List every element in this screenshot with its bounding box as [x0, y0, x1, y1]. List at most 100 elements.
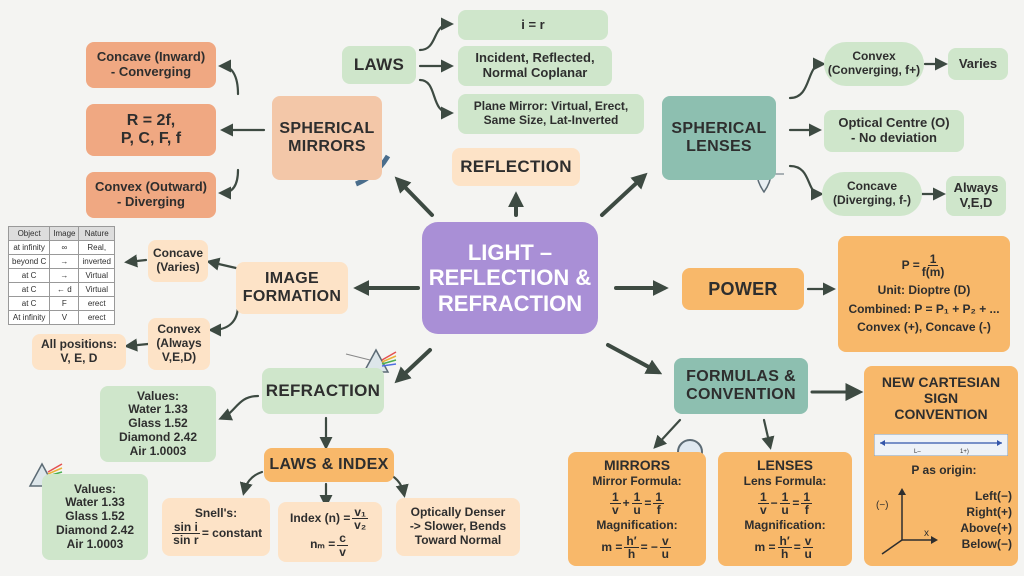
image-convex-node: Convex (Always V,E,D) [148, 318, 210, 370]
arrow-mirrors-concave [218, 59, 240, 96]
index-prefix: Index (n) = [290, 511, 351, 525]
values-top-title: Values: [136, 388, 180, 403]
table-row: at C F erect [7, 296, 115, 311]
values-top-line: Glass 1.52 [128, 416, 188, 431]
image-convex-line-2: (Always [156, 336, 202, 351]
concave-lens-line-1: Concave [846, 179, 898, 194]
table-row: at infinity ∞ Real, [7, 240, 115, 255]
image-concave-node: Concave (Varies) [148, 240, 208, 282]
arrow-lenses-concave [788, 164, 824, 201]
refraction-node: REFRACTION [262, 368, 384, 414]
spherical-mirrors-line-2: MIRRORS [288, 138, 366, 155]
image-formation-node: IMAGE FORMATION [236, 262, 348, 314]
ruler-left-label: L– [914, 449, 921, 455]
denser-line-1: Optically Denser [410, 505, 506, 520]
values-bottom-title: Values: [73, 481, 117, 496]
table-cell: at C [7, 296, 51, 311]
center-line-2: REFLECTION & [428, 265, 592, 291]
laws-index-node: LAWS & INDEX [264, 448, 394, 482]
snell-denominator: sin r [173, 533, 199, 548]
center-line-1: LIGHT – [467, 240, 553, 266]
table-header: Image [49, 226, 80, 241]
concave-mirror-line-2: - Converging [110, 64, 192, 79]
image-concave-line-1: Concave [152, 246, 204, 261]
cartesian-node: NEW CARTESIAN SIGN CONVENTION [864, 366, 1018, 566]
table-cell: at C [7, 268, 51, 283]
spherical-lenses-line-1: SPHERICAL [671, 119, 767, 137]
values-bottom-line: Air 1.0003 [66, 536, 124, 551]
table-cell: V [49, 310, 80, 325]
spherical-mirrors-node: SPHERICAL MIRRORS [272, 96, 382, 180]
direction-below: Below(−) [961, 536, 1012, 551]
radius-focal-node: R = 2f, P, C, F, f [86, 104, 216, 156]
radius-focal-line-2: P, C, F, f [120, 130, 182, 147]
arrow-center-mirrors [394, 176, 434, 217]
power-formula-num: 1 [927, 251, 939, 267]
power-formula-den: f(m) [921, 265, 945, 280]
table-cell: → [49, 268, 80, 283]
spherical-lenses-line-2: LENSES [686, 138, 752, 155]
convex-lens-line-2: (Converging, f+) [827, 63, 921, 77]
power-unit: Unit: Dioptre (D) [877, 282, 971, 297]
law-angle: i = r [521, 16, 545, 32]
lens-title: LENSES [756, 456, 813, 473]
radius-focal-line-1: R = 2f, [126, 111, 176, 129]
reflection-node: REFLECTION [452, 148, 580, 186]
values-bottom-line: Diamond 2.42 [55, 522, 135, 537]
formulas-line-1: FORMULAS & [686, 367, 796, 385]
table-cell: inverted [78, 254, 115, 269]
arrow-concave-table [124, 254, 148, 268]
lens-magnification-label: Magnification: [744, 518, 826, 533]
denser-line-2: -> Slower, Bends [409, 519, 507, 534]
lens-formula-label: Lens Formula: [743, 474, 827, 489]
laws-label: LAWS [353, 55, 405, 75]
optical-centre-line-2: - No deviation [851, 130, 937, 145]
power-signs: Convex (+), Concave (-) [857, 320, 991, 335]
center-topic: LIGHT – REFLECTION & REFRACTION [422, 222, 598, 334]
index-numerator: v₁ [352, 504, 368, 520]
table-cell: At infinity [7, 310, 51, 325]
ruler-right-label: 1+) [960, 449, 969, 455]
convex-mirror-node: Convex (Outward) - Diverging [86, 172, 216, 218]
index-denominator-2: v [339, 544, 346, 559]
direction-right: Right(+) [966, 505, 1012, 520]
snell-title: Snell's: [194, 506, 238, 520]
arrow-laws-ir [418, 17, 454, 52]
law-plane-mirror-node: Plane Mirror: Virtual, Erect, Same Size,… [458, 94, 644, 134]
arrow-refraction-values [218, 394, 260, 421]
cartesian-origin-label: P as origin: [911, 463, 977, 478]
image-convex-line-1: Convex [157, 322, 201, 337]
all-positions-line-1: All positions: [41, 337, 117, 352]
axis-x-label: x [924, 528, 929, 539]
image-formation-line-2: FORMATION [242, 288, 342, 305]
table-cell: ∞ [49, 240, 80, 255]
direction-left: Left(−) [975, 489, 1012, 504]
law-plane-mirror: Plane Mirror: Virtual, Erect, Same Size,… [473, 99, 629, 127]
refraction-label: REFRACTION [265, 381, 381, 401]
convex-mirror-line-1: Convex (Outward) [95, 179, 207, 195]
cartesian-axes: (−) x [876, 488, 938, 555]
arrow-convex-allpos [124, 338, 150, 352]
concave-lens-line-2: (Diverging, f-) [833, 193, 911, 207]
convex-lens-line-1: Convex [852, 49, 896, 64]
laws-node: LAWS [342, 46, 416, 84]
cartesian-line-3: CONVENTION [894, 406, 988, 423]
values-top-line: Diamond 2.42 [118, 429, 198, 444]
arrow-center-formulas [606, 343, 663, 375]
image-formation-line-1: IMAGE [265, 269, 319, 287]
cartesian-ruler: L– 1+) [874, 434, 1008, 456]
values-bottom-line: Water 1.33 [65, 495, 125, 510]
arrow-formulas-lenses [761, 418, 775, 450]
formulas-line-2: CONVENTION [686, 386, 796, 403]
arrow-image-convex [208, 303, 240, 337]
cartesian-directions: Left(−) Right(+) Above(+) Below(−) [936, 482, 1012, 560]
spherical-lenses-node: SPHERICAL LENSES [662, 96, 776, 180]
table-cell: Virtual [78, 282, 115, 297]
index-denominator: v₂ [354, 518, 367, 533]
power-label: POWER [708, 278, 778, 299]
